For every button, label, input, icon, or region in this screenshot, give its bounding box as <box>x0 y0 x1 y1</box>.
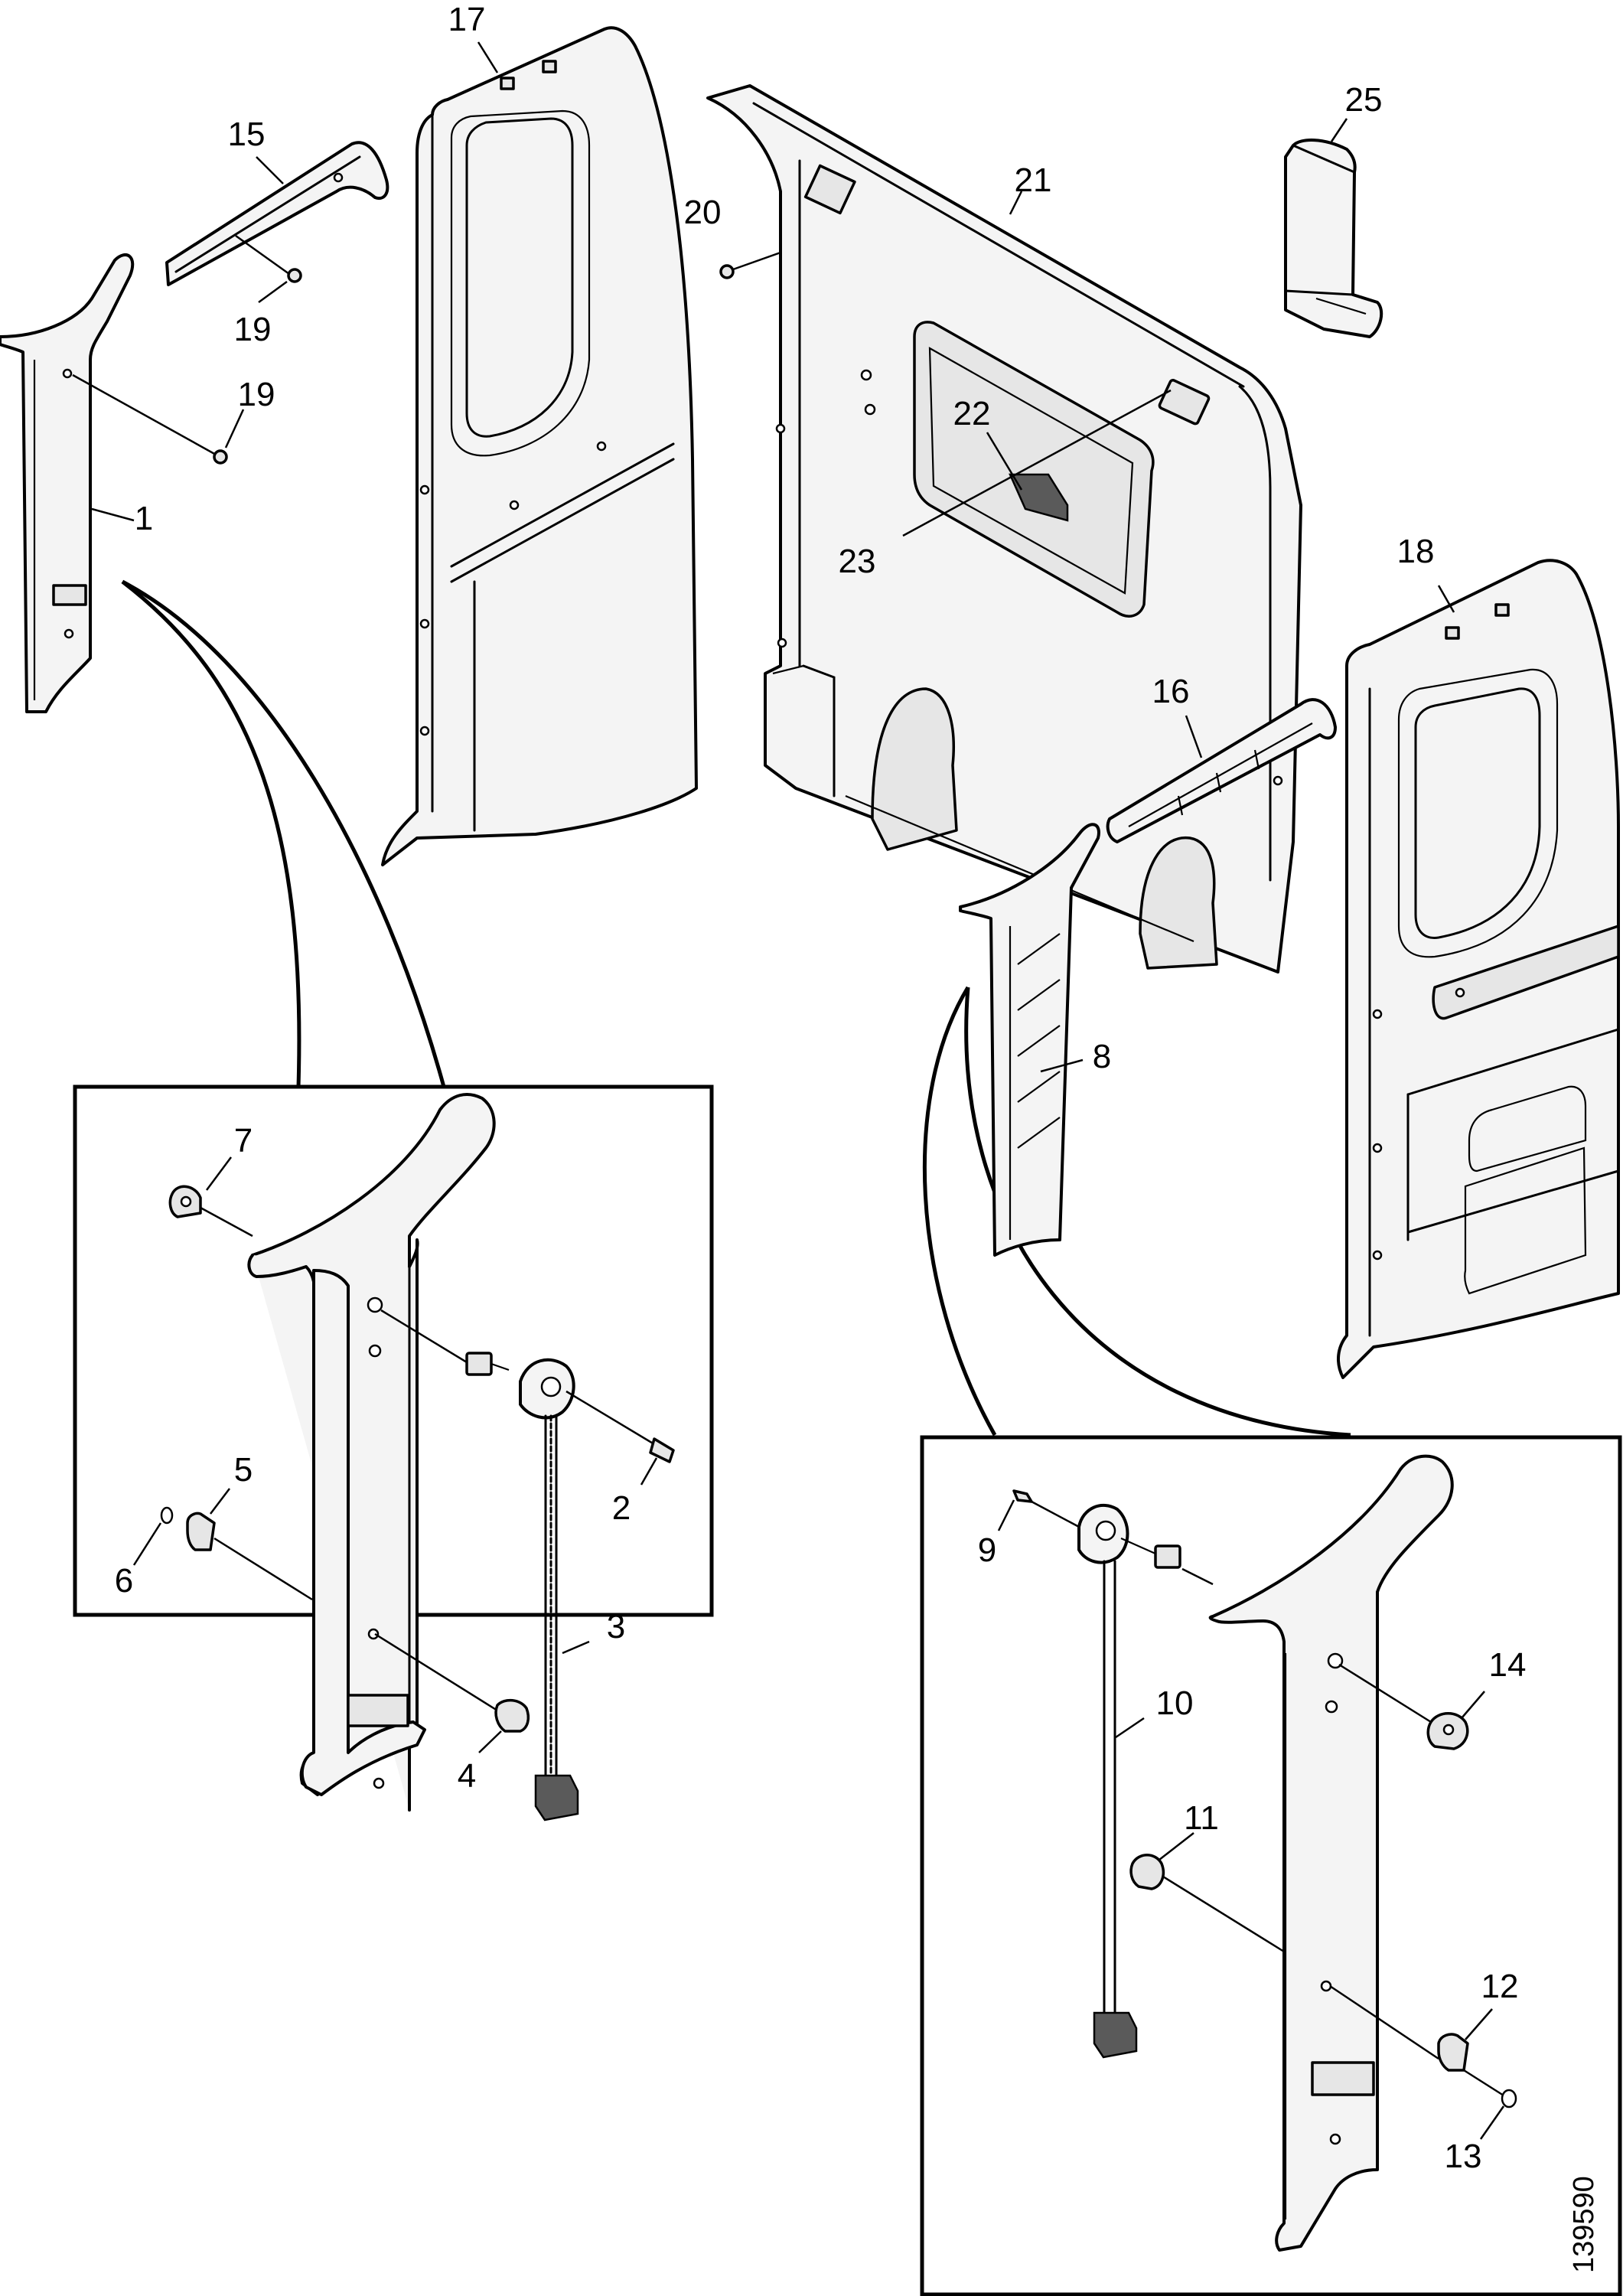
label-part-17: 17 <box>448 1 486 38</box>
part-25-pillar-cover <box>1284 139 1383 338</box>
label-part-4: 4 <box>458 1757 476 1795</box>
callout-curve-right <box>923 986 1351 1437</box>
label-part-2: 2 <box>612 1489 631 1527</box>
label-plate <box>347 1694 409 1727</box>
label-part-10: 10 <box>1156 1684 1194 1722</box>
label-part-13: 13 <box>1445 2138 1482 2175</box>
label-part-19-lower: 19 <box>238 376 275 413</box>
label-part-11: 11 <box>1184 1799 1219 1837</box>
part-4-clip <box>374 1632 530 1753</box>
part-7-clip <box>168 1156 253 1238</box>
part-13-washer <box>1463 2069 1517 2140</box>
label-part-12: 12 <box>1481 1968 1519 2005</box>
part-14-clip <box>1338 1663 1485 1750</box>
part-21-side-panel <box>706 84 1302 974</box>
part-10-light-cable <box>1077 1504 1214 2059</box>
label-part-16: 16 <box>1152 673 1190 710</box>
leader-lines-top <box>91 41 1455 1073</box>
label-part-21: 21 <box>1015 161 1052 199</box>
callout-curve-left <box>121 579 446 1088</box>
label-part-14: 14 <box>1489 1646 1527 1684</box>
label-plate <box>1311 2061 1375 2096</box>
part-5-clip <box>186 1488 313 1601</box>
label-part-6: 6 <box>115 1562 133 1600</box>
part-2-screw <box>565 1390 675 1486</box>
part-9-screw <box>997 1489 1080 1531</box>
clip-slot <box>500 77 515 90</box>
part-20-screw <box>719 251 781 279</box>
part-19-screw-lower <box>72 373 228 465</box>
figure-reference-number: 139590 <box>1568 2176 1600 2273</box>
label-part-8: 8 <box>1093 1038 1111 1075</box>
label-part-19-upper: 19 <box>234 311 272 348</box>
label-part-9: 9 <box>978 1531 996 1569</box>
label-part-15: 15 <box>228 116 266 153</box>
part-16-right-upper-trim <box>1106 698 1337 843</box>
label-part-23: 23 <box>839 543 876 580</box>
part-22-vent-grille <box>1009 473 1069 522</box>
part-19-screw-upper <box>235 234 302 283</box>
part-17-left-door-trim <box>381 26 698 866</box>
vent-slot <box>803 164 856 215</box>
part-6-washer <box>132 1506 174 1566</box>
part-1-pillar-trim <box>0 253 135 713</box>
part-11-clip <box>1129 1832 1285 1953</box>
detail-right-pillar <box>1208 1454 1454 2252</box>
part-15-upper-trim <box>165 141 389 286</box>
clip-slot <box>1445 626 1460 640</box>
part-3-light-cable <box>380 1309 590 1821</box>
part-18-right-door-trim <box>1337 559 1620 1379</box>
label-part-18: 18 <box>1397 533 1435 570</box>
clip-slot <box>542 60 557 73</box>
label-part-25: 25 <box>1345 81 1383 119</box>
part-labels: 17 15 19 19 1 20 21 22 23 25 18 16 8 7 5… <box>115 1 1527 2175</box>
label-part-3: 3 <box>607 1608 625 1645</box>
label-part-5: 5 <box>234 1451 253 1489</box>
label-part-22: 22 <box>953 395 991 432</box>
detail-box-right <box>920 1435 1622 2296</box>
label-part-7: 7 <box>234 1122 253 1159</box>
label-part-20: 20 <box>684 194 722 231</box>
label-plate <box>52 584 87 606</box>
detail-left-pillar <box>247 1093 496 1812</box>
part-8-right-pillar-trim <box>959 823 1100 1257</box>
clip-slot <box>1494 603 1510 617</box>
label-part-1: 1 <box>135 500 153 537</box>
